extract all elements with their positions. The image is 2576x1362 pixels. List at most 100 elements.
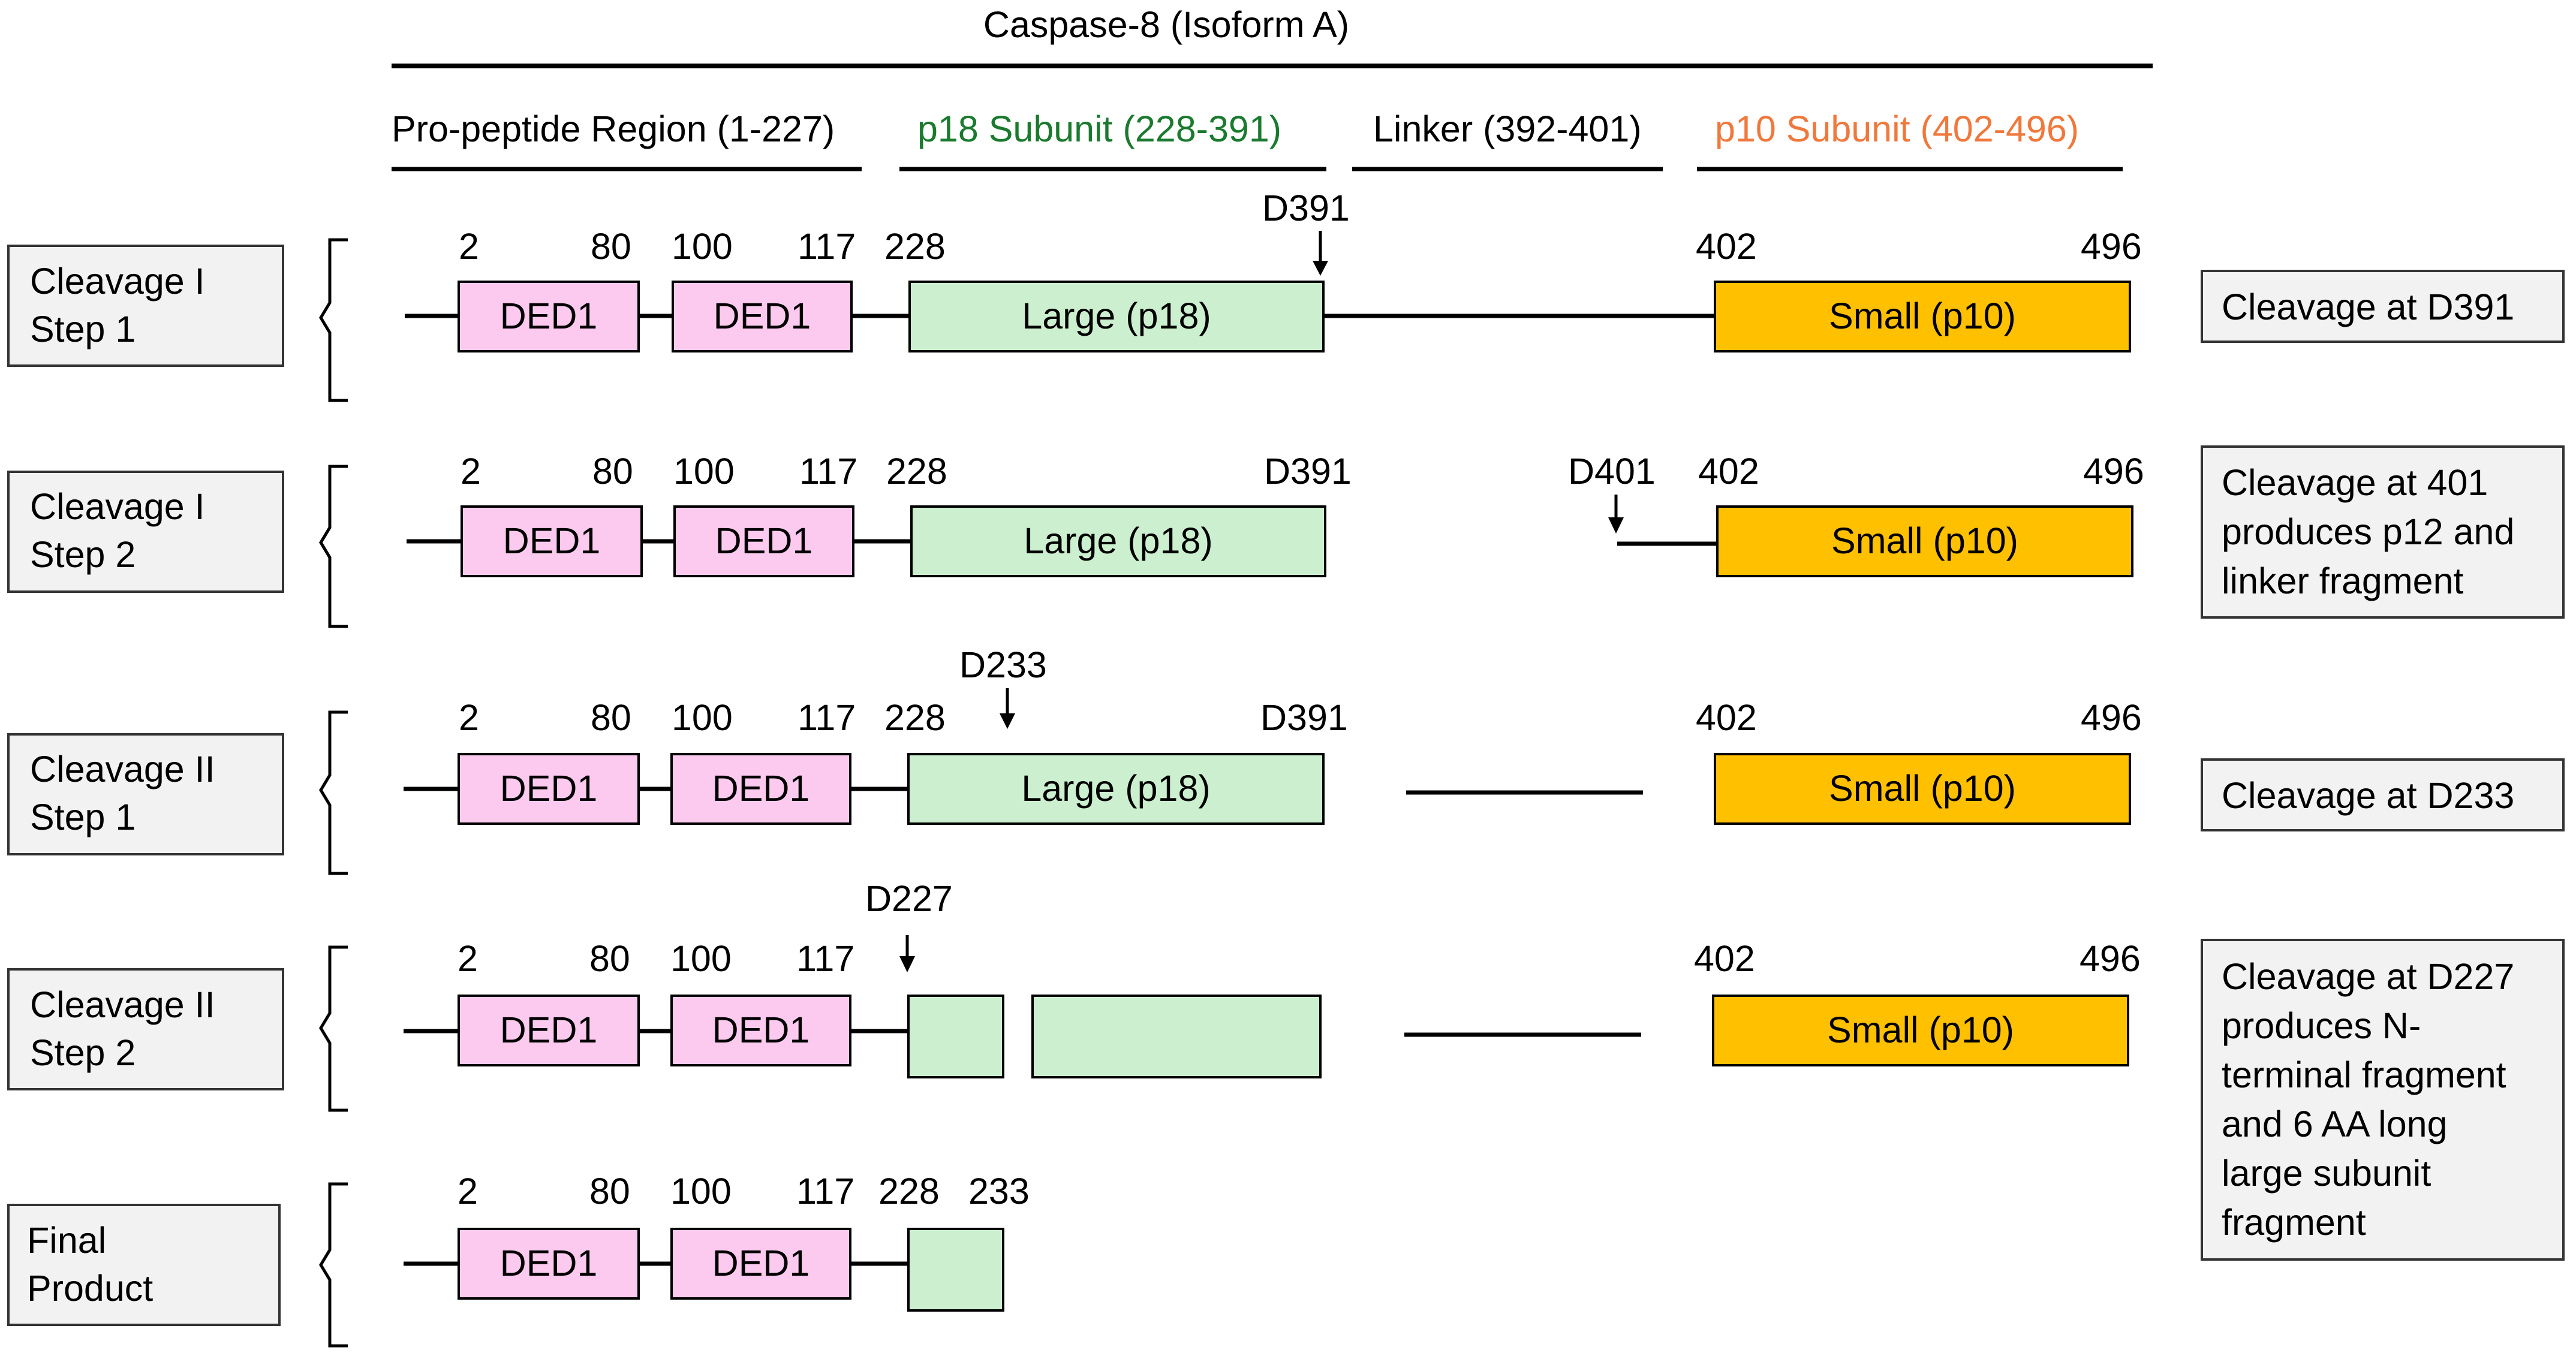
note-line: linker fragment	[2222, 561, 2463, 601]
step-label-box	[7, 733, 284, 855]
note-box	[2201, 445, 2565, 619]
large-p18-domain	[907, 753, 1325, 825]
cleavage-arrow-head	[1608, 517, 1624, 534]
residue-496: 496	[2081, 697, 2142, 738]
residue-80: 80	[591, 697, 631, 738]
ded1-label: DED1	[712, 768, 810, 809]
ded1-domain	[458, 281, 640, 352]
cleavage-site-label: D227	[865, 878, 953, 919]
row-bracket	[319, 238, 348, 402]
residue-2: 2	[458, 938, 478, 979]
row-cleavage-2-step-2: Cleavage II Step 2 DED1 DED1 Small (p10)…	[7, 878, 2565, 1261]
large-subunit-remaining-fragment	[1031, 995, 1322, 1078]
note-line: produces p12 and	[2222, 511, 2514, 552]
residue-117: 117	[798, 697, 856, 738]
step-label-line-2: Step 2	[30, 534, 136, 575]
residue-402: 402	[1696, 226, 1757, 267]
cleavage-site-label: D401	[1568, 451, 1656, 492]
ded1-label: DED1	[500, 768, 598, 809]
residue-233: 233	[968, 1171, 1030, 1212]
note-line: Cleavage at D391	[2222, 287, 2514, 327]
small-p10-label: Small (p10)	[1831, 520, 2018, 561]
small-p10-domain	[1716, 505, 2133, 577]
residue-2: 2	[459, 697, 479, 738]
residue-80: 80	[591, 226, 631, 267]
large-p18-label: Large (p18)	[1022, 296, 1211, 336]
note-line: Cleavage at D227	[2222, 956, 2514, 997]
residue-100: 100	[670, 938, 732, 979]
cleavage-arrow-head	[1313, 261, 1328, 276]
cleavage-site-label: D391	[1262, 188, 1350, 228]
note-line: Cleavage at D233	[2222, 775, 2514, 816]
ded1-domain	[458, 753, 640, 825]
row-bracket	[319, 710, 348, 875]
residue-496: 496	[2081, 226, 2142, 267]
region-header-p10: p10 Subunit (402-496)	[1715, 109, 2079, 149]
region-header-linker: Linker (392-401)	[1373, 109, 1642, 149]
large-subunit-6aa-fragment	[907, 1228, 1004, 1312]
diagram-title: Caspase-8 (Isoform A)	[983, 4, 1349, 45]
note-line: terminal fragment	[2222, 1054, 2506, 1095]
cleavage-arrow-head	[899, 956, 915, 972]
ded1-label: DED1	[500, 296, 598, 336]
residue-d391: D391	[1260, 697, 1348, 738]
ded1-label: DED1	[503, 520, 601, 561]
cleavage-arrow-head	[1000, 713, 1015, 729]
large-subunit-6aa-fragment	[907, 995, 1004, 1078]
residue-402: 402	[1694, 938, 1755, 979]
note-box	[2201, 939, 2565, 1261]
ded1-label: DED1	[714, 296, 811, 336]
large-p18-domain	[908, 281, 1325, 352]
note-line: large subunit	[2222, 1153, 2431, 1194]
note-box	[2201, 758, 2565, 831]
ded1-domain	[670, 1228, 851, 1300]
residue-496: 496	[2080, 938, 2141, 979]
region-header-propeptide: Pro-peptide Region (1-227)	[392, 109, 835, 149]
step-label-line-1: Cleavage I	[30, 261, 205, 302]
step-label-line-2: Step 2	[30, 1032, 136, 1073]
residue-100: 100	[670, 1171, 732, 1212]
residue-228: 228	[884, 697, 946, 738]
residue-80: 80	[589, 938, 630, 979]
ded1-domain	[673, 505, 854, 577]
residue-80: 80	[592, 451, 633, 492]
cleavage-site-label: D233	[959, 644, 1047, 685]
row-final-product: Final Product DED1 DED1 2 80 100 117 228…	[7, 1171, 1030, 1348]
row-bracket	[319, 1182, 348, 1348]
ded1-domain	[670, 753, 851, 825]
residue-228: 228	[886, 451, 947, 492]
residue-80: 80	[589, 1171, 630, 1212]
small-p10-domain	[1714, 753, 2131, 825]
note-line: produces N-	[2222, 1005, 2421, 1046]
ded1-domain	[670, 995, 851, 1066]
small-p10-domain	[1714, 281, 2131, 352]
region-header-p18: p18 Subunit (228-391)	[917, 109, 1281, 149]
small-p10-label: Small (p10)	[1829, 296, 2016, 336]
residue-117: 117	[798, 226, 856, 267]
ded1-label: DED1	[500, 1243, 598, 1283]
step-label-line-2: Step 1	[30, 309, 136, 349]
residue-2: 2	[461, 451, 481, 492]
row-cleavage-2-step-1: Cleavage II Step 1 DED1 DED1 Large (p18)…	[7, 644, 2565, 875]
ded1-domain	[458, 1228, 640, 1300]
note-box	[2201, 270, 2565, 343]
residue-228: 228	[878, 1171, 940, 1212]
note-line: fragment	[2222, 1202, 2366, 1243]
residue-100: 100	[673, 451, 735, 492]
ded1-label: DED1	[712, 1243, 810, 1283]
residue-100: 100	[672, 226, 733, 267]
row-bracket	[319, 465, 348, 628]
ded1-label: DED1	[715, 520, 813, 561]
residue-d391: D391	[1264, 451, 1352, 492]
row-cleavage-1-step-1: Cleavage I Step 1 DED1 DED1 Large (p18) …	[7, 188, 2565, 402]
step-label-line-1: Cleavage II	[30, 749, 215, 790]
ded1-label: DED1	[500, 1010, 598, 1050]
step-label-line-1: Final	[27, 1220, 106, 1261]
step-label-line-2: Product	[27, 1268, 153, 1309]
small-p10-label: Small (p10)	[1827, 1010, 2014, 1050]
ded1-label: DED1	[712, 1010, 810, 1050]
large-p18-label: Large (p18)	[1024, 520, 1212, 561]
residue-402: 402	[1696, 697, 1757, 738]
